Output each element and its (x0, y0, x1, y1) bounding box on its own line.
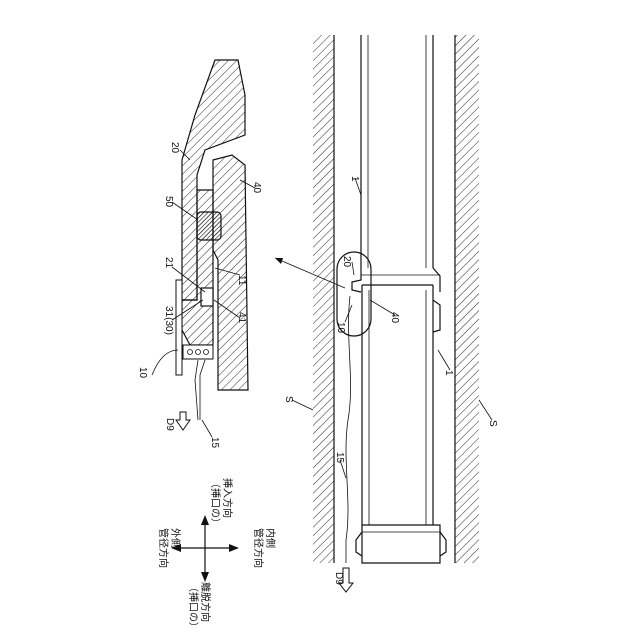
label-21: 21 (163, 257, 174, 269)
legend-right-line2: 内側 (264, 528, 277, 548)
leader-s-left (292, 400, 313, 410)
legend-right-text: 管径方向 内側 (252, 528, 277, 568)
ground-wall-left (313, 35, 334, 563)
legend-top-text: （挿口の） 挿入方向 (209, 478, 234, 528)
label-s-right: S (487, 420, 498, 427)
legend-bottom-line2: 離脱方向 (199, 582, 212, 622)
legend-right-line1: 管径方向 (252, 528, 265, 568)
legend-top-line1: （挿口の） (209, 478, 222, 528)
label-41: 41 (236, 312, 247, 324)
label-15-main: 15 (334, 452, 345, 464)
wire-15-detail-2 (195, 360, 198, 420)
legend-left-line1: 管径方向 (157, 528, 170, 568)
label-10-detail: 10 (137, 367, 148, 379)
label-15-detail: 15 (209, 437, 220, 449)
direction-legend (171, 515, 239, 582)
label-31-30: 31(30) (163, 306, 174, 335)
label-d9-main: D9 (333, 572, 344, 585)
wire-15-detail (200, 360, 205, 420)
detail-pointer-arrowhead (275, 258, 283, 264)
seal-50 (197, 212, 221, 240)
label-s-left: S (283, 396, 294, 403)
ground-wall-right (455, 35, 479, 563)
leader-s-right (479, 400, 492, 420)
upper-pipe (352, 35, 440, 292)
leader-10-detail (152, 350, 178, 375)
label-20-main: 20 (341, 256, 352, 268)
d9-arrow-detail (176, 412, 190, 430)
label-50: 50 (163, 196, 174, 208)
label-10-main: 10 (335, 322, 346, 334)
legend-bottom-line1: （挿口の） (187, 582, 200, 632)
retainer-10-plate (176, 280, 182, 375)
label-pipe-1-left: 1 (349, 176, 360, 182)
legend-left-line2: 外側 (169, 528, 182, 548)
label-40-main: 40 (389, 312, 400, 324)
legend-bottom-text: （挿口の） 離脱方向 (187, 582, 212, 632)
leader-1-right (438, 350, 450, 370)
label-11: 11 (236, 275, 247, 286)
label-40-detail: 40 (251, 182, 262, 194)
label-d9-detail: D9 (164, 418, 175, 431)
label-20-detail: 20 (169, 142, 180, 154)
label-pipe-1-right: 1 (443, 370, 454, 376)
leader-15-detail (202, 420, 212, 437)
legend-top-line2: 挿入方向 (221, 478, 234, 518)
